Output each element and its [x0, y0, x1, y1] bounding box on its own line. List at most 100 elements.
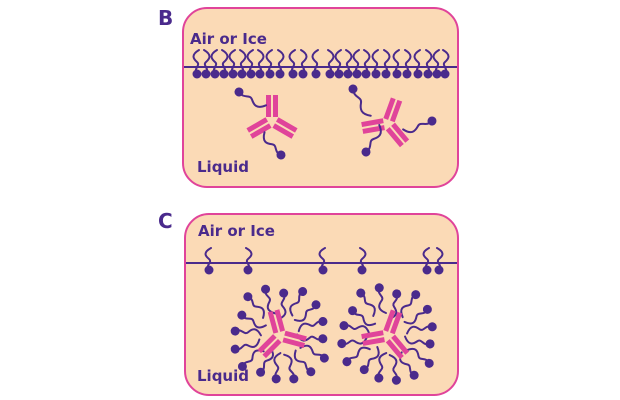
surfactant-tail	[413, 49, 421, 75]
antibody-chain	[266, 95, 271, 117]
surfactant-head	[374, 283, 384, 293]
surfactant-tail	[432, 49, 440, 75]
surfactant-head	[306, 367, 316, 377]
surfactant-head	[318, 265, 328, 275]
panel-c-bottom-label: Liquid	[197, 367, 249, 385]
surfactant-tail	[297, 320, 324, 333]
surfactant-tail	[311, 49, 319, 75]
surfactant-head	[230, 344, 240, 354]
antibody-chain	[389, 99, 403, 123]
surfactant-head	[409, 370, 419, 380]
surfactant-molecule	[275, 49, 285, 79]
surfactant-head	[318, 316, 328, 326]
surfactant-molecule	[381, 49, 391, 79]
antibody-surfactant-complex	[337, 283, 437, 385]
surfactant-tail	[239, 49, 247, 75]
surfactant-molecule	[256, 347, 274, 377]
surfactant-head	[357, 265, 367, 275]
surfactant-molecule	[356, 288, 376, 317]
surfactant-tail	[265, 49, 273, 75]
surfactant-molecule	[371, 49, 381, 79]
surfactant-tail	[241, 349, 265, 368]
antibody	[361, 309, 410, 360]
surfactant-head	[298, 69, 308, 79]
surfactant-head	[374, 373, 384, 383]
surfactant-molecule	[388, 289, 402, 320]
surfactant-head	[348, 84, 358, 94]
surfactant-tail	[377, 352, 388, 380]
surfactant-tail	[345, 49, 353, 75]
surfactant-tail	[442, 49, 450, 75]
surfactant-tail	[257, 49, 265, 75]
panel-c-box	[184, 213, 459, 396]
surfactant-tail	[359, 292, 376, 317]
antibody-chain	[267, 311, 279, 334]
surfactant-molecule	[210, 49, 220, 79]
surfactant-tail	[264, 288, 277, 315]
surfactant-tail	[400, 293, 417, 319]
surfactant-head	[422, 304, 432, 314]
antibody-chain	[389, 311, 403, 335]
surfactant-tail	[192, 49, 200, 75]
surfactant-head	[342, 357, 352, 367]
antibody-chain	[273, 95, 278, 117]
surfactant-head	[201, 69, 211, 79]
surfactant-head	[234, 87, 244, 97]
surfactant-molecule	[402, 116, 437, 134]
surfactant-tail	[342, 324, 370, 335]
surfactant-molecule	[230, 326, 262, 337]
antibody-arm	[282, 330, 307, 349]
surfactant-head	[392, 69, 402, 79]
surfactant-tail	[352, 88, 372, 117]
surfactant-head	[432, 69, 442, 79]
antibody-arm	[383, 97, 403, 123]
surfactant-molecule	[243, 247, 253, 275]
surfactant-head	[318, 334, 328, 344]
surfactant-head	[423, 69, 433, 79]
surfactant-molecule	[400, 290, 421, 319]
antibody-arm	[385, 334, 410, 360]
surfactant-head	[359, 365, 369, 375]
surfactant-tail	[405, 347, 431, 365]
surfactant-molecule	[246, 49, 256, 79]
surfactant-tail	[377, 286, 387, 315]
surfactant-molecule	[265, 49, 275, 79]
surfactant-molecule	[406, 322, 437, 335]
surfactant-head	[228, 69, 238, 79]
surfactant-head	[391, 375, 401, 385]
surfactant-molecule	[237, 49, 247, 79]
antibody-arm	[383, 309, 403, 335]
surfactant-head	[243, 265, 253, 275]
surfactant-tail	[293, 349, 312, 373]
antibody-arm	[385, 122, 410, 148]
surfactant-tail	[388, 354, 398, 382]
surfactant-tail	[403, 308, 429, 325]
surfactant-head	[219, 69, 229, 79]
surfactant-tail	[234, 338, 261, 351]
surfactant-molecule	[348, 306, 377, 327]
surfactant-head	[337, 339, 347, 349]
antibody-arm	[361, 330, 385, 346]
surfactant-molecule	[361, 49, 371, 79]
surfactant-head	[210, 69, 220, 79]
surfactant-molecule	[243, 292, 265, 319]
antibody-chain	[262, 339, 282, 359]
surfactant-molecule	[405, 347, 434, 368]
antibody-chain	[391, 334, 410, 355]
panel-c: Air or Ice Liquid	[184, 213, 459, 396]
surfactant-head	[298, 287, 308, 297]
surfactant-head	[339, 321, 349, 331]
panel-b-bottom-label: Liquid	[197, 158, 249, 176]
surfactant-tail	[238, 91, 267, 108]
surfactant-molecule	[374, 283, 387, 315]
surfactant-tail	[363, 346, 380, 371]
surfactant-tail	[404, 335, 432, 346]
surfactant-tail	[425, 49, 433, 75]
antibody-chain	[361, 118, 384, 127]
surfactant-molecule	[392, 49, 402, 79]
surfactant-molecule	[289, 287, 308, 317]
surfactant-head	[279, 288, 289, 298]
antibody-chain	[284, 330, 307, 342]
surfactant-head	[356, 288, 366, 298]
